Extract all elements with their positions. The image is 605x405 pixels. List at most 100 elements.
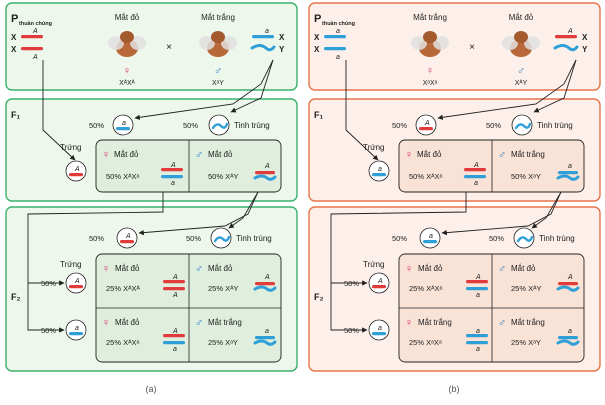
arrow-line	[27, 283, 65, 333]
fly-head	[120, 31, 134, 43]
female-parent-phenotype: Mắt đỏ	[115, 13, 140, 22]
female-symbol: ♀	[405, 317, 413, 329]
fly-wing	[108, 36, 124, 50]
chromosome-y	[213, 235, 231, 243]
f1-female-phenotype: Mắt đỏ	[417, 150, 442, 159]
chromosome-y	[556, 285, 580, 292]
f1-offspring-table	[398, 139, 585, 193]
x-label: X	[11, 33, 17, 42]
chromosome-x	[372, 332, 386, 336]
allele-label: A	[264, 274, 270, 281]
male-parent-phenotype: Mắt trắng	[201, 13, 235, 22]
female-parent-genotype: XᴬXᴬ	[119, 79, 136, 87]
chromosome-pair: aa	[466, 328, 488, 353]
egg-gamete: a	[65, 319, 87, 341]
allele-label: A	[424, 120, 430, 127]
p-label: P	[314, 13, 321, 25]
allele-label: a	[378, 325, 382, 332]
fly-head	[514, 31, 528, 43]
allele-label: a	[173, 346, 177, 353]
allele-label: a	[568, 328, 572, 335]
arrow-line	[134, 59, 274, 120]
allele-label: A	[377, 278, 383, 285]
chromosome-x	[466, 287, 488, 291]
allele-label: A	[74, 278, 80, 285]
percent-label: 50%	[486, 121, 501, 130]
fly-wing	[411, 36, 427, 50]
fruit-fly-image	[199, 31, 237, 57]
arrow-line	[42, 60, 76, 161]
offspring-genotype: 25% XᵃY	[208, 338, 238, 347]
f1-label: F₁	[11, 110, 20, 120]
allele-label: a	[336, 28, 340, 35]
offspring-phenotype: Mắt đỏ	[115, 264, 140, 273]
sperm-label: Tinh trùng	[236, 234, 272, 243]
chromosome-x	[21, 47, 43, 51]
chromosome-x	[120, 240, 134, 244]
offspring-phenotype: Mắt trắng	[511, 318, 545, 327]
fly-wing	[130, 36, 146, 50]
fly-wing	[502, 36, 518, 50]
percent-label: 50%	[489, 234, 504, 243]
chromosome-pair: AA	[163, 274, 185, 299]
chromosome-y	[553, 44, 579, 52]
f1-male-phenotype: Mắt trắng	[511, 150, 545, 159]
chromosome-x	[69, 285, 83, 289]
egg-label: Trứng	[363, 260, 385, 269]
p-subscript: thuần chủng	[19, 21, 52, 27]
sperm-x-gamete: A	[415, 114, 437, 136]
percent-label: 50%	[344, 326, 359, 335]
x-label: Y	[279, 45, 285, 54]
offspring-genotype: 25% XᴬXᵃ	[106, 338, 139, 347]
allele-label: a	[336, 54, 340, 61]
chromosome-x	[163, 280, 185, 284]
chromosome-y	[250, 44, 276, 52]
allele-label: A	[170, 162, 176, 169]
arrow-line	[533, 59, 577, 113]
arrow-line	[330, 283, 368, 333]
f2-label: F₂	[314, 292, 324, 302]
chromosome-x	[466, 280, 488, 284]
fly-wing	[199, 36, 215, 50]
allele-label: A	[473, 162, 479, 169]
chromosome-x	[372, 173, 386, 177]
offspring-genotype: 25% XᴬXᴬ	[106, 284, 140, 293]
arrow-line	[437, 59, 577, 120]
female-parent-genotype: XᵃXᵃ	[423, 80, 438, 87]
x-label: X	[582, 33, 588, 42]
sperm-y-gamete	[511, 114, 533, 136]
chromosome-y	[211, 122, 229, 130]
fruit-fly-image	[108, 31, 146, 57]
allele-label: A	[172, 292, 178, 299]
egg-gamete: A	[65, 272, 87, 294]
arrow-line	[138, 191, 259, 236]
sperm-label: Tinh trùng	[234, 121, 270, 130]
percent-label: 50%	[392, 234, 407, 243]
offspring-phenotype: Mắt trắng	[418, 318, 452, 327]
chromosome-y	[253, 339, 277, 346]
f1-female-genotype: 50% XᴬXᵃ	[106, 172, 139, 181]
offspring-genotype: 25% XᵃY	[511, 338, 541, 347]
male-symbol: ♂	[195, 149, 203, 161]
chromosome-x	[372, 285, 386, 289]
egg-label: Trứng	[363, 143, 385, 152]
f1-male-phenotype: Mắt đỏ	[208, 150, 233, 159]
chromosome-x	[163, 341, 185, 345]
chromosome-x	[255, 282, 275, 286]
p-subscript: thuần chủng	[322, 21, 355, 27]
male-symbol: ♂	[517, 65, 525, 77]
f2-label: F₂	[11, 292, 21, 302]
male-symbol: ♂	[214, 65, 222, 77]
egg-gamete: a	[368, 160, 390, 182]
chromosome-x	[161, 168, 183, 172]
sperm-x-gamete: A	[116, 227, 138, 249]
female-symbol: ♀	[102, 317, 110, 329]
allele-label: A	[125, 233, 131, 240]
allele-label: a	[265, 28, 269, 35]
allele-label: a	[568, 163, 572, 170]
x-label: X	[314, 33, 320, 42]
